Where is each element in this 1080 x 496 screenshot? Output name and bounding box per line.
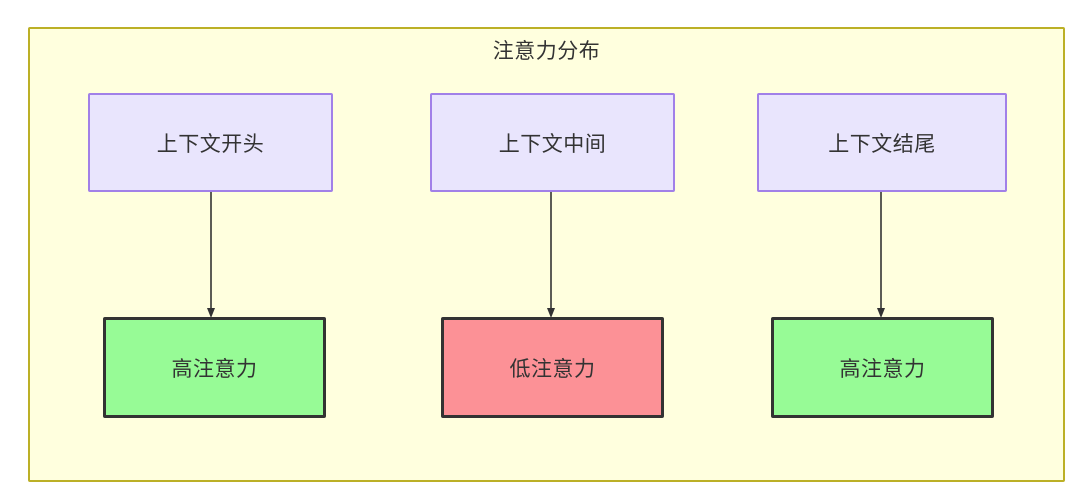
node-context-middle-label: 上下文中间 [498, 132, 607, 156]
node-context-start-label: 上下文开头 [156, 132, 265, 156]
node-high-attention-start-label: 高注意力 [171, 357, 258, 381]
node-low-attention-middle-label: 低注意力 [509, 357, 596, 381]
node-context-end-label: 上下文结尾 [828, 132, 936, 156]
diagram-title: 注意力分布 [492, 40, 601, 63]
node-context-end[interactable]: 上下文结尾 [757, 93, 1007, 192]
node-high-attention-end[interactable]: 高注意力 [771, 317, 994, 418]
node-high-attention-start[interactable]: 高注意力 [103, 317, 326, 418]
node-context-start[interactable]: 上下文开头 [88, 93, 333, 192]
node-context-middle[interactable]: 上下文中间 [430, 93, 675, 192]
node-high-attention-end-label: 高注意力 [839, 357, 926, 381]
node-low-attention-middle[interactable]: 低注意力 [441, 317, 664, 418]
